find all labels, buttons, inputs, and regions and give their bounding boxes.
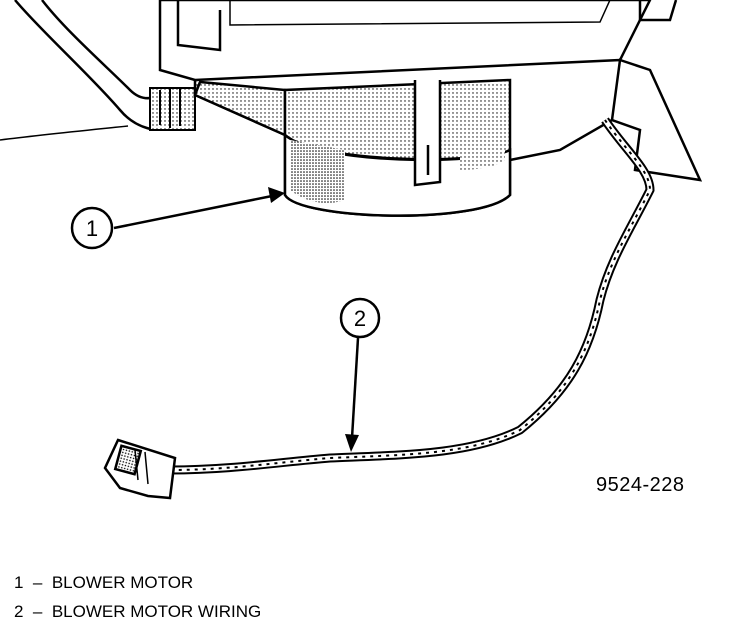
callout-2: 2	[339, 297, 381, 452]
legend-number: 2	[14, 602, 24, 621]
callout-1-number: 1	[86, 216, 98, 241]
motor-connector-top	[149, 87, 196, 131]
callout-2-number: 2	[354, 306, 366, 331]
legend-number: 1	[14, 573, 24, 592]
legend-dash: –	[32, 573, 43, 592]
legend: 1 – BLOWER MOTOR 2 – BLOWER MOTOR WIRING	[14, 568, 261, 626]
callout-1: 1	[70, 187, 285, 250]
blower-housing	[158, 0, 703, 182]
blower-motor-illustration: 1 2	[0, 0, 703, 500]
housing-arm-left	[0, 0, 171, 141]
legend-label: BLOWER MOTOR WIRING	[51, 602, 262, 621]
legend-item: 2 – BLOWER MOTOR WIRING	[14, 597, 261, 626]
blower-motor-body	[283, 78, 512, 217]
wiring-connector-plug	[103, 438, 177, 500]
figure-id: 9524-228	[596, 474, 685, 496]
legend-dash: –	[32, 602, 43, 621]
legend-label: BLOWER MOTOR	[51, 573, 194, 592]
blower-motor-wiring	[169, 117, 655, 475]
legend-item: 1 – BLOWER MOTOR	[14, 568, 261, 597]
